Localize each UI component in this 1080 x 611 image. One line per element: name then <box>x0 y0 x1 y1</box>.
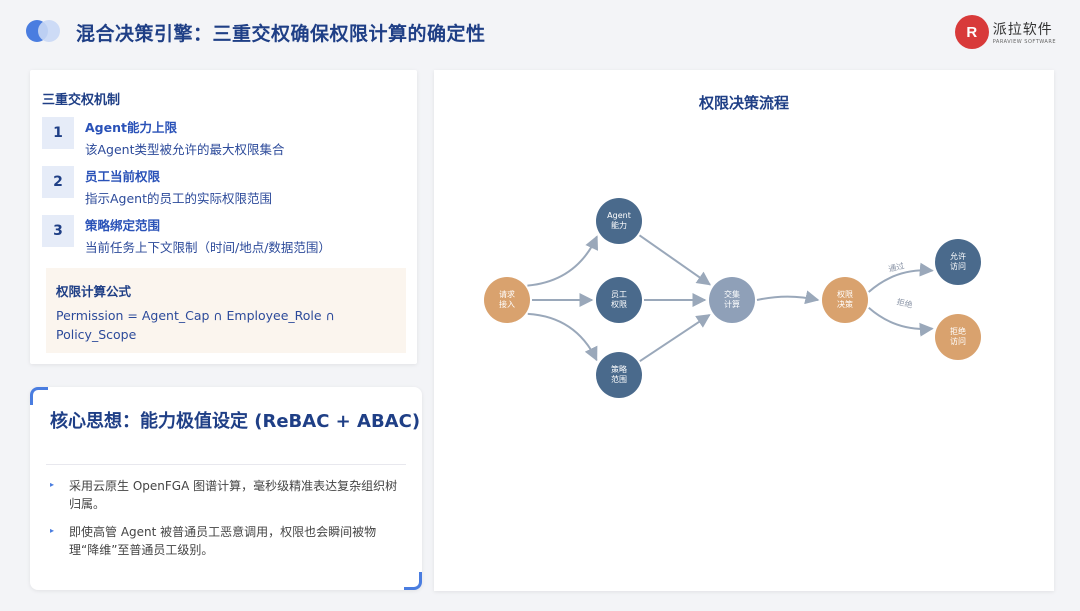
formula-text: Permission = Agent_Cap ∩ Employee_Role ∩… <box>56 308 335 342</box>
mechanism-description: 该Agent类型被允许的最大权限集合 <box>85 142 285 157</box>
node-allow-circle <box>935 239 981 285</box>
node-request-circle <box>484 277 530 323</box>
node-employee-circle <box>596 277 642 323</box>
mechanism-heading: 策略绑定范围 <box>85 218 161 233</box>
edge-agent-to-intersect <box>638 234 712 286</box>
mechanism-number: 2 <box>42 166 74 198</box>
edge-intersect-to-decide <box>756 290 820 305</box>
formula-title: 权限计算公式 <box>56 284 132 299</box>
divider <box>46 464 406 465</box>
core-idea-card: 核心思想：能力极值设定 (ReBAC + ABAC) ▸ 采用云原生 OpenF… <box>30 387 422 590</box>
brand-logo: R 派拉软件 PARAVIEW SOFTWARE <box>954 14 1056 50</box>
mechanism-item: 1 Agent能力上限 该Agent类型被允许的最大权限集合 <box>42 117 402 157</box>
corner-accent <box>404 572 422 590</box>
mechanism-description: 指示Agent的员工的实际权限范围 <box>85 191 273 206</box>
node-deny-label: 访问 <box>950 336 966 346</box>
diagram-title: 权限决策流程 <box>698 94 789 112</box>
node-deny-circle <box>935 314 981 360</box>
node-agent-label: 能力 <box>611 220 627 230</box>
node-request-label: 请求 <box>499 289 515 299</box>
node-policy-circle <box>596 352 642 398</box>
edge-decide-to-allow <box>868 262 934 293</box>
edge-request-to-policy <box>527 312 598 362</box>
brand-subtitle: PARAVIEW SOFTWARE <box>992 39 1056 45</box>
corner-accent <box>30 387 48 405</box>
bullet-arrow-icon: ▸ <box>50 526 55 535</box>
header: 混合决策引擎：三重交权确保权限计算的确定性 R 派拉软件 PARAVIEW SO… <box>0 0 1080 64</box>
bullet-arrow-icon: ▸ <box>50 480 55 489</box>
node-decide-circle <box>822 277 868 323</box>
node-decide-label: 决策 <box>837 299 853 309</box>
edge-label: 拒绝 <box>896 296 914 310</box>
node-agent: Agent能力 <box>596 198 642 244</box>
node-intersect-label: 交集 <box>724 289 740 299</box>
page-title: 混合决策引擎：三重交权确保权限计算的确定性 <box>76 23 486 45</box>
node-policy-label: 策略 <box>611 364 627 374</box>
node-allow-label: 访问 <box>950 261 966 271</box>
node-employee-label: 权限 <box>611 299 627 309</box>
node-allow-label: 允许 <box>950 251 966 261</box>
node-deny-label: 拒绝 <box>950 326 966 336</box>
core-idea-title: 核心思想：能力极值设定 (ReBAC + ABAC) <box>50 411 421 432</box>
node-intersect-circle <box>709 277 755 323</box>
edge-decide-to-deny <box>868 307 934 337</box>
mechanism-heading: Agent能力上限 <box>85 120 177 135</box>
mechanism-item: 2 员工当前权限 指示Agent的员工的实际权限范围 <box>42 166 402 206</box>
mechanism-heading: 员工当前权限 <box>85 169 161 184</box>
mechanism-title: 三重交权机制 <box>42 93 121 108</box>
brand-name: 派拉软件 <box>992 22 1053 38</box>
node-agent-label: Agent <box>607 211 631 220</box>
edge-label: 通过 <box>887 260 905 274</box>
mechanism-description: 当前任务上下文限制（时间/地点/数据范围） <box>85 240 331 255</box>
bullet-text: 即使高管 Agent 被普通员工恶意调用，权限也会瞬间被物理“降维”至普通员工级… <box>69 525 377 557</box>
mechanism-number: 3 <box>42 215 74 247</box>
node-decide: 权限决策 <box>822 277 868 323</box>
mechanism-item: 3 策略绑定范围 当前任务上下文限制（时间/地点/数据范围） <box>42 215 402 255</box>
brand-mark-icon: R <box>954 15 989 49</box>
node-decide-label: 权限 <box>837 289 853 299</box>
node-employee-label: 员工 <box>611 290 627 299</box>
edge-policy-to-intersect <box>639 314 711 363</box>
node-policy-label: 范围 <box>611 374 627 384</box>
node-intersect-label: 计算 <box>724 299 740 309</box>
flow-edges <box>527 234 934 363</box>
formula-box: 权限计算公式 Permission = Agent_Cap ∩ Employee… <box>46 268 406 353</box>
node-request-label: 接入 <box>499 299 515 309</box>
mechanism-card: 三重交权机制 1 Agent能力上限 该Agent类型被允许的最大权限集合 2 … <box>30 70 417 364</box>
node-agent-circle <box>596 198 642 244</box>
edge-request-to-agent <box>527 235 599 287</box>
bullet-text: 采用云原生 OpenFGA 图谱计算，毫秒级精准表达复杂组织树归属。 <box>69 479 398 511</box>
mechanism-number: 1 <box>42 117 74 149</box>
header-dots-icon <box>26 20 62 42</box>
